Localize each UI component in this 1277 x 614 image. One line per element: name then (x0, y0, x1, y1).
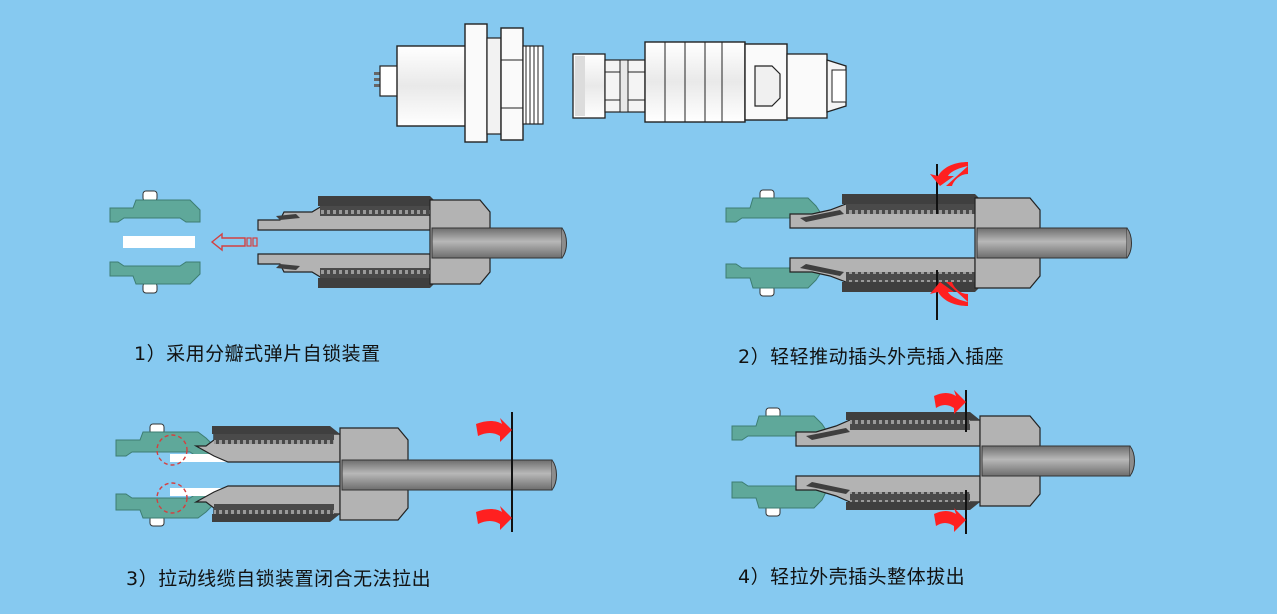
pull-arrow-icon (476, 506, 512, 530)
hollow-arrow-icon (210, 232, 246, 252)
pull-arrow-icon (476, 418, 512, 442)
push-arrow-icon (930, 282, 968, 306)
product-socket (374, 23, 544, 143)
step2-diagram (725, 162, 1132, 320)
pull-arrow-icon (934, 508, 966, 532)
pull-arrow-icon (934, 390, 966, 414)
step3-diagram (115, 412, 557, 532)
step1-diagram (109, 190, 567, 294)
step3-caption: 3）拉动线缆自锁装置闭合无法拉出 (126, 568, 432, 590)
step2-caption: 2）轻轻推动插头外壳插入插座 (738, 346, 1005, 368)
step1-caption: 1）采用分瓣式弹片自锁装置 (134, 343, 381, 365)
push-arrow-icon (930, 162, 968, 186)
step4-diagram (731, 390, 1135, 534)
step4-caption: 4）轻拉外壳插头整体拔出 (738, 566, 966, 588)
product-plug (572, 41, 847, 123)
